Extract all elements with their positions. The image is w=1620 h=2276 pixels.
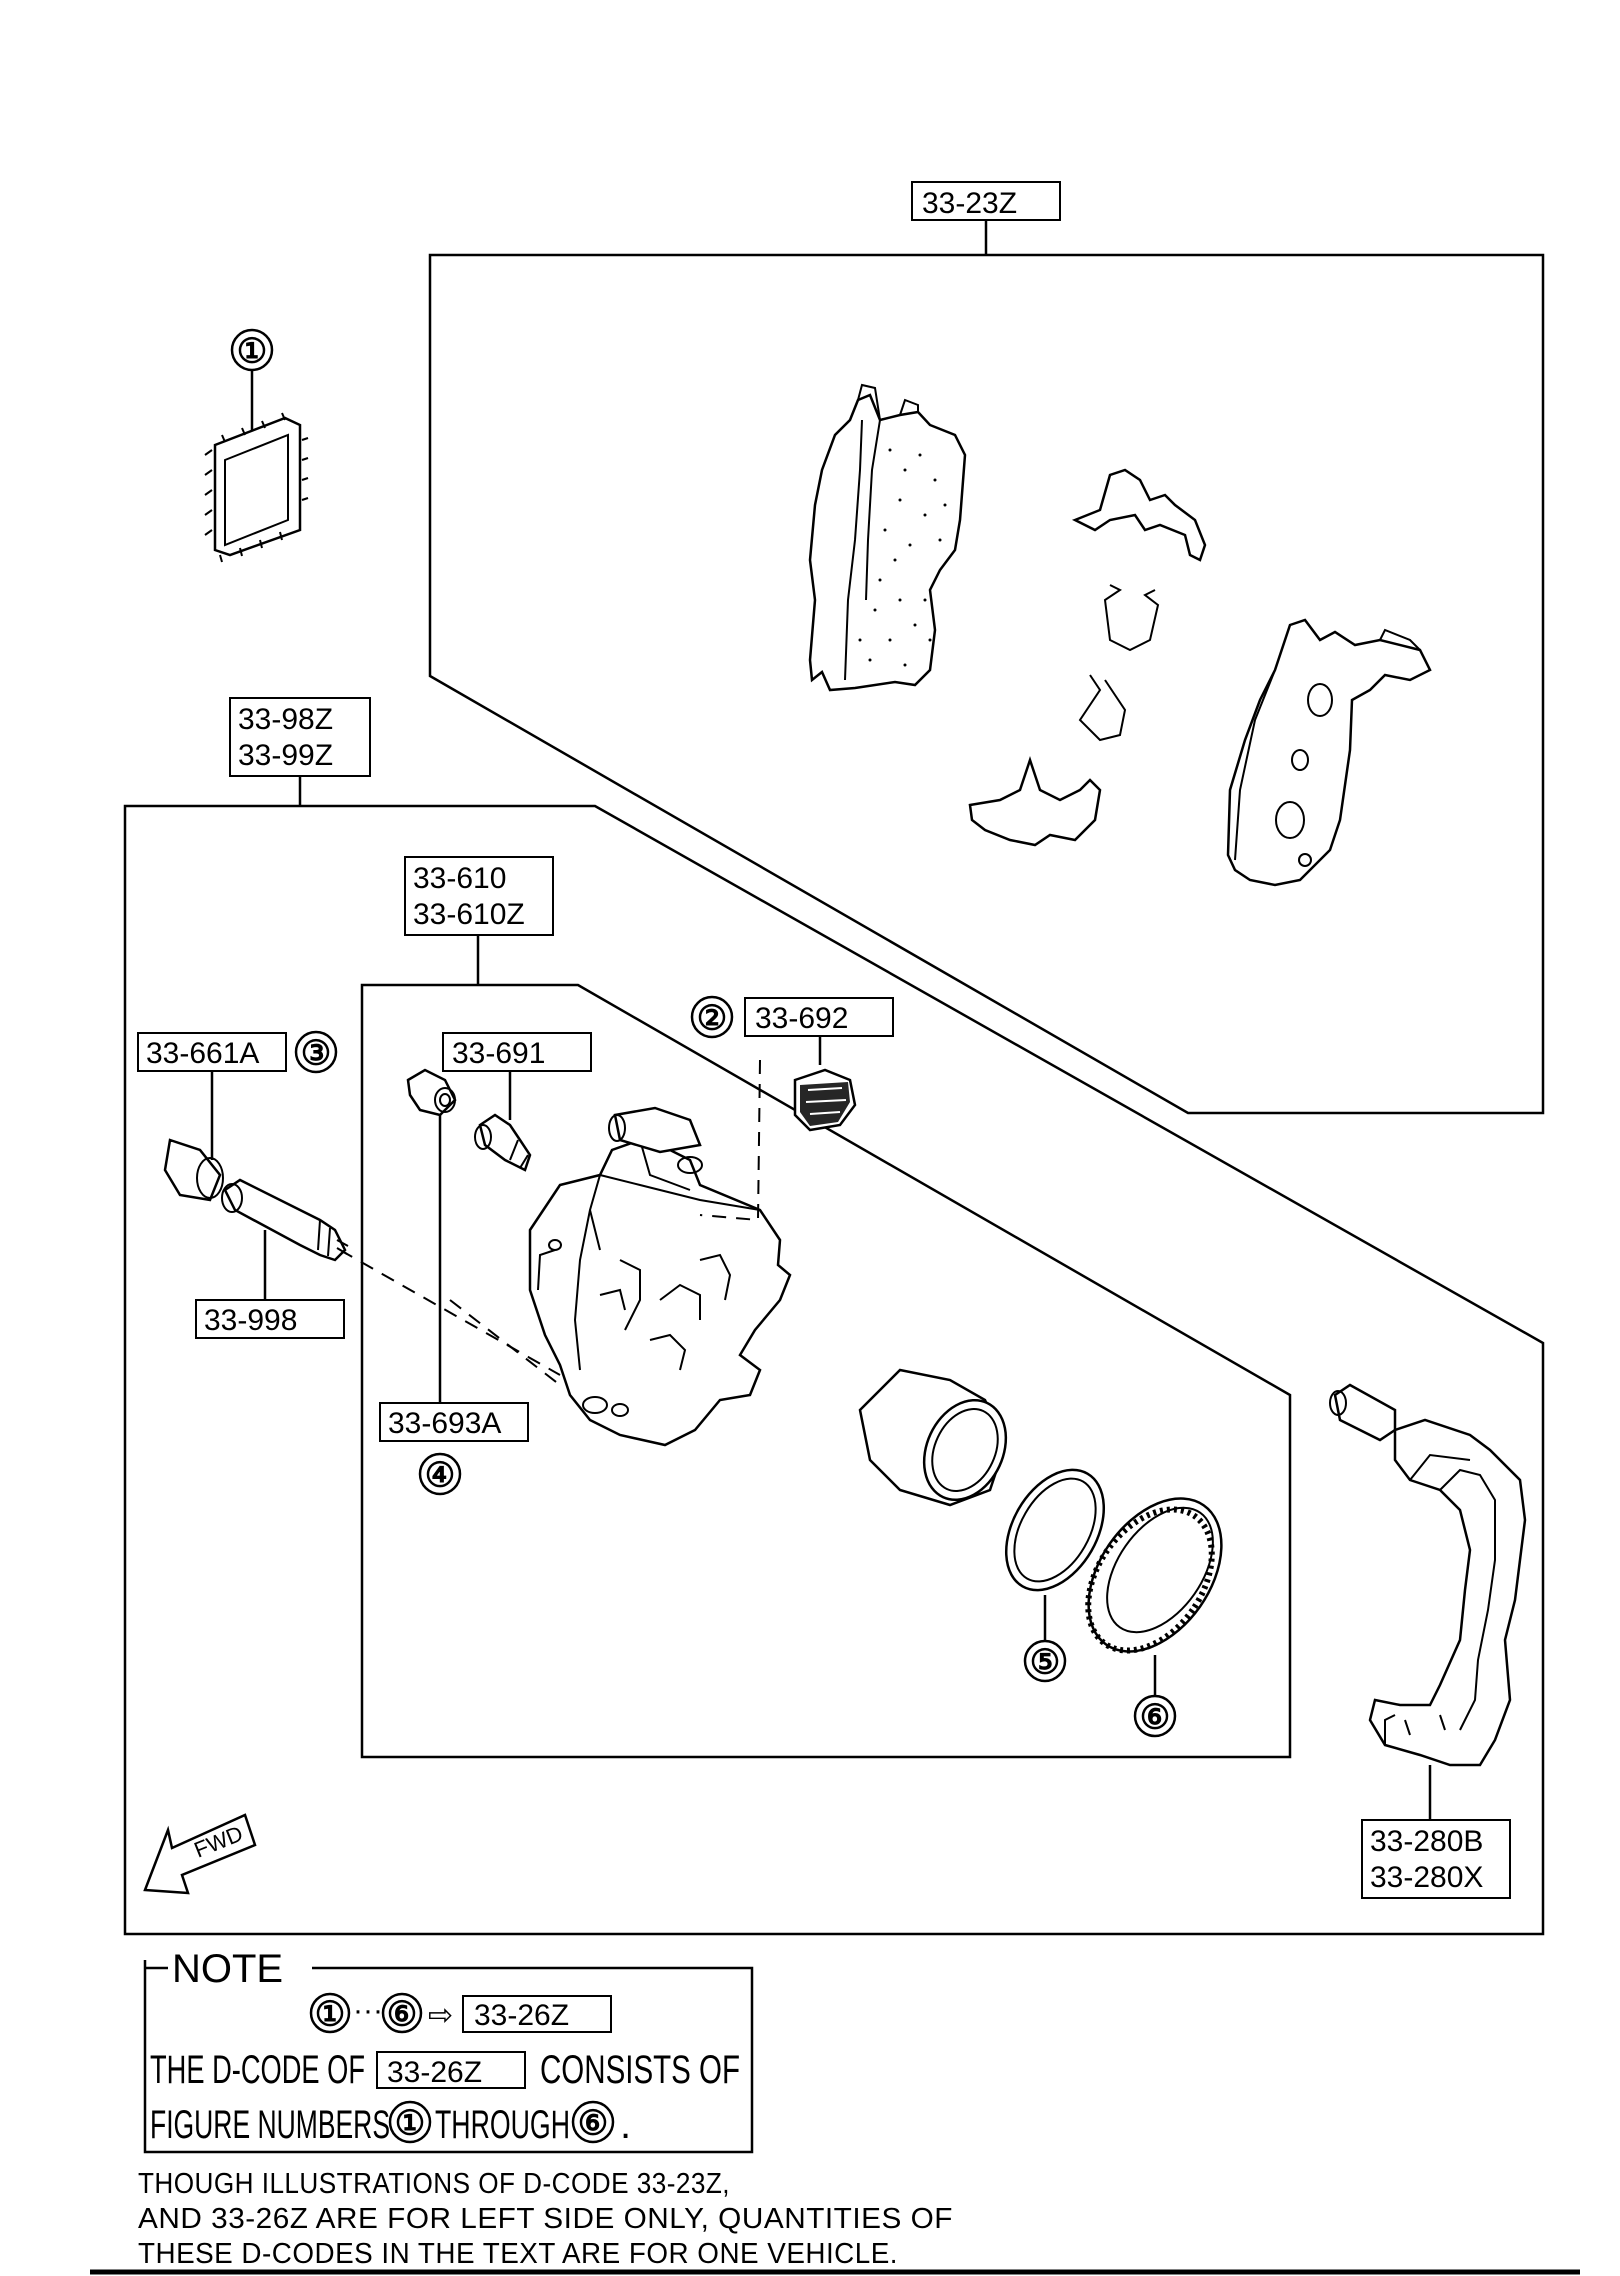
svg-text:33-99Z: 33-99Z xyxy=(238,739,333,772)
figure-number-1: ① xyxy=(230,328,274,372)
svg-text:THOUGH ILLUSTRATIONS OF D-CODE: THOUGH ILLUSTRATIONS OF D-CODE 33-23Z, xyxy=(138,2168,730,2200)
svg-text:33-26Z: 33-26Z xyxy=(387,2056,482,2089)
caliper-assy-boundary xyxy=(123,804,1545,1936)
svg-text:33-610Z: 33-610Z xyxy=(413,898,525,931)
svg-text:33-691: 33-691 xyxy=(452,1037,545,1070)
svg-text:33-692: 33-692 xyxy=(755,1002,848,1035)
figure-number-6: ⑥ xyxy=(1133,1694,1177,1738)
callout-33-693A[interactable]: 33-693A xyxy=(379,1402,529,1442)
guide-pin-boot-part xyxy=(163,1138,224,1202)
svg-text:③: ③ xyxy=(301,1036,331,1073)
dust-boot-part xyxy=(1085,1497,1223,1654)
svg-text:.: . xyxy=(620,2103,631,2147)
figure-number-5: ⑤ xyxy=(1023,1639,1067,1683)
svg-text:33-280B: 33-280B xyxy=(1370,1825,1483,1858)
dashed-guide-1 xyxy=(699,1059,761,1222)
fwd-arrow-icon: FWD xyxy=(143,1813,257,1895)
svg-text:FIGURE NUMBERS: FIGURE NUMBERS xyxy=(150,2103,390,2147)
callout-33-610-33-610Z[interactable]: 33-610 33-610Z xyxy=(404,856,554,936)
svg-text:④: ④ xyxy=(425,1458,455,1495)
svg-text:①: ① xyxy=(315,1997,345,2034)
svg-text:THROUGH: THROUGH xyxy=(435,2103,570,2147)
svg-text:AND 33-26Z ARE FOR LEFT SIDE: AND 33-26Z ARE FOR LEFT SIDE ONLY, QUANT… xyxy=(138,2203,953,2235)
svg-text:⑤: ⑤ xyxy=(1030,1645,1060,1682)
figure-number-2: ② xyxy=(690,995,734,1039)
callout-33-661A[interactable]: 33-661A xyxy=(137,1032,287,1072)
svg-text:33-998: 33-998 xyxy=(204,1304,297,1337)
figure-number-4: ④ xyxy=(418,1452,462,1496)
caliper-body-part xyxy=(528,1138,792,1447)
svg-text:THESE D-CODES IN THE TEXT ARE: THESE D-CODES IN THE TEXT ARE FOR ONE VE… xyxy=(138,2238,898,2270)
callout-33-691[interactable]: 33-691 xyxy=(442,1032,592,1072)
pad-friction-speckle xyxy=(858,448,947,667)
bleeder-screw-part xyxy=(474,1113,532,1172)
piston-seal-part xyxy=(1004,1468,1106,1592)
mounting-bracket-part xyxy=(1329,1383,1527,1767)
svg-text:②: ② xyxy=(697,1001,727,1038)
guide-pin-part xyxy=(221,1178,349,1262)
brake-pad-inner xyxy=(808,383,967,692)
note-range-code: 33-26Z xyxy=(474,1999,569,2032)
svg-text:33-693A: 33-693A xyxy=(388,1407,501,1440)
svg-text:CONSISTS OF: CONSISTS OF xyxy=(540,2048,740,2092)
piston-part xyxy=(858,1368,1008,1507)
footer-text: THOUGH ILLUSTRATIONS OF D-CODE 33-23Z, A… xyxy=(138,2168,953,2270)
caliper-sleeve xyxy=(608,1106,702,1154)
svg-text:①: ① xyxy=(237,334,267,371)
anti-rattle-clip-upper xyxy=(1071,468,1207,562)
svg-text:33-661A: 33-661A xyxy=(146,1037,259,1070)
svg-text:⇨: ⇨ xyxy=(428,1999,453,2032)
svg-text:⑥: ⑥ xyxy=(578,2106,608,2143)
figure-number-3: ③ xyxy=(294,1030,338,1074)
svg-text:33-280X: 33-280X xyxy=(1370,1861,1483,1894)
retaining-spring-upper xyxy=(1103,584,1160,652)
dust-cap-part xyxy=(793,1068,857,1132)
caliper-body-boundary xyxy=(360,983,1292,1759)
pad-shim-part xyxy=(204,412,309,563)
bolt-cap-part xyxy=(406,1068,457,1117)
svg-text:33-98Z: 33-98Z xyxy=(238,703,333,736)
note-box: NOTE ① ··· ⑥ ⇨ 33-26Z THE D-CODE OF 33-2… xyxy=(143,1947,754,2154)
retaining-spring-lower xyxy=(1078,674,1127,742)
svg-text:33-23Z: 33-23Z xyxy=(922,187,1017,220)
brake-pad-outer xyxy=(1226,618,1432,887)
callout-33-692[interactable]: 33-692 xyxy=(744,997,894,1037)
anti-rattle-clip-lower xyxy=(968,756,1102,847)
note-title: NOTE xyxy=(172,1947,283,1991)
svg-text:⑥: ⑥ xyxy=(1140,1700,1170,1737)
svg-text:⑥: ⑥ xyxy=(387,1997,417,2034)
svg-text:①: ① xyxy=(395,2106,425,2143)
svg-text:33-610: 33-610 xyxy=(413,862,506,895)
svg-text:···: ··· xyxy=(353,1994,383,2027)
callout-33-98Z-33-99Z[interactable]: 33-98Z 33-99Z xyxy=(229,697,371,777)
callout-33-23Z[interactable]: 33-23Z xyxy=(911,181,1061,221)
pad-kit-boundary xyxy=(428,253,1545,1115)
callout-33-998[interactable]: 33-998 xyxy=(195,1299,345,1339)
callout-33-280B-33-280X[interactable]: 33-280B 33-280X xyxy=(1361,1819,1511,1899)
dashed-guide-2 xyxy=(339,1249,561,1376)
svg-text:THE D-CODE OF: THE D-CODE OF xyxy=(150,2048,365,2092)
